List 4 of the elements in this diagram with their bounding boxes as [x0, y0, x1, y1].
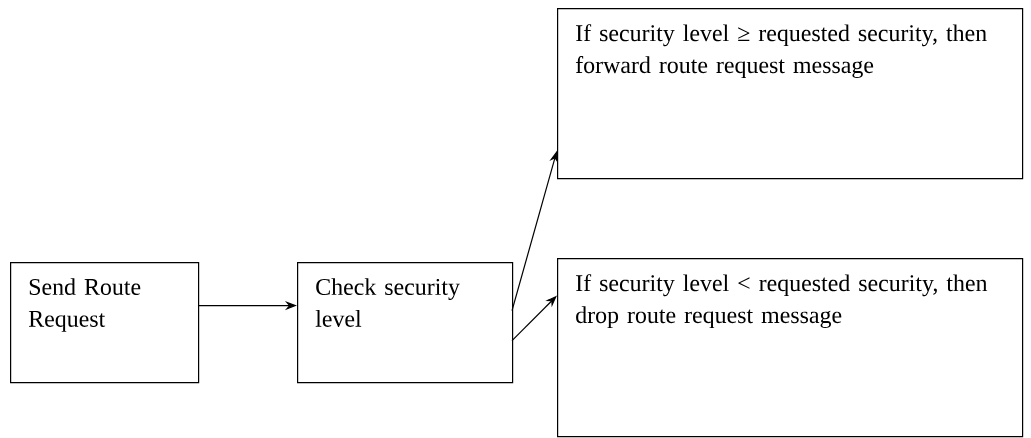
process-box: If security level < requested security, then drop route request message [557, 258, 1024, 438]
process-box: Send Route Request [10, 262, 200, 384]
process-box: Check security level [297, 262, 514, 384]
process-box: If security level ≥ requested security, then forward route request message [557, 8, 1024, 180]
